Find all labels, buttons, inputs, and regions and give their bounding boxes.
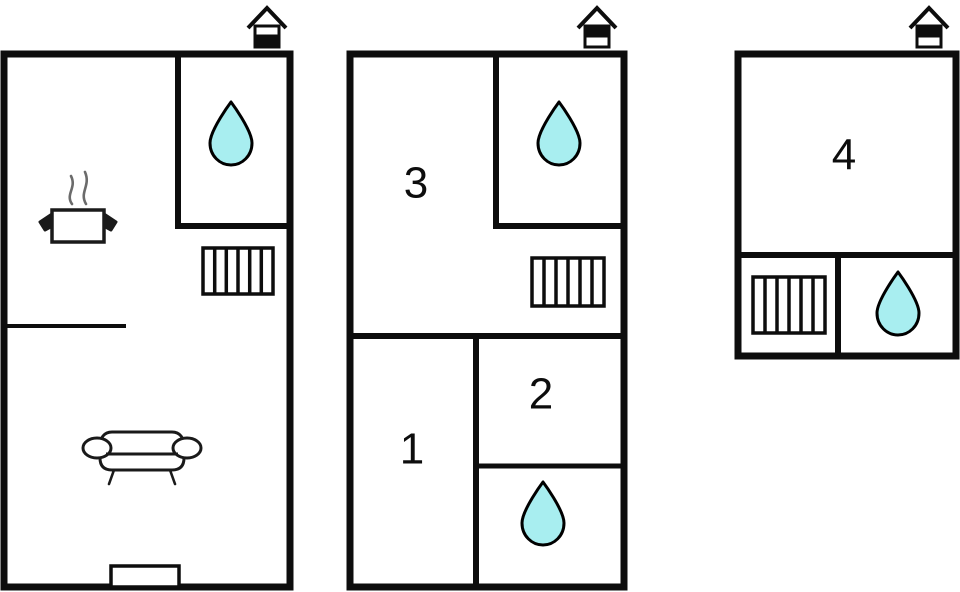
radiator-icon: [530, 256, 606, 308]
room-label-2: 2: [529, 370, 553, 419]
room-label-4: 4: [832, 131, 856, 180]
house-icon: [576, 5, 618, 49]
house-icon: [246, 5, 288, 49]
radiator-icon: [751, 275, 827, 335]
floor-plan-first-floor: 3 1 2: [346, 5, 628, 591]
room-label-3: 3: [404, 159, 428, 208]
floor-outline-first: [346, 50, 628, 591]
house-icon: [908, 5, 950, 49]
floor-plan-second-floor: 4: [734, 5, 960, 360]
room-label-1: 1: [400, 425, 424, 474]
entrance-door: [109, 564, 181, 589]
floor-plan-ground-floor: [0, 5, 294, 591]
radiator-icon: [201, 246, 275, 296]
